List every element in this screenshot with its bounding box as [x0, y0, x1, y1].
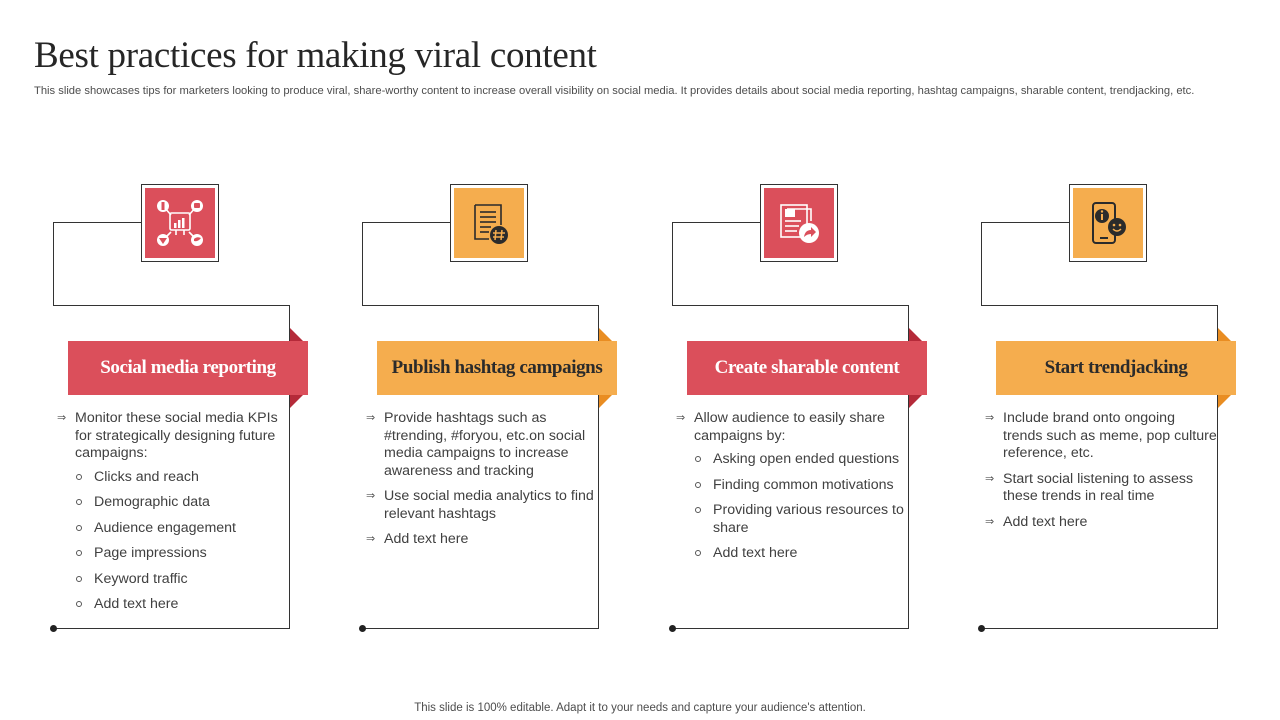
circle-bullet-icon [695, 507, 701, 513]
column-content: ⇒Allow audience to easily share campaign… [676, 410, 908, 571]
mobile-trend-emoji-icon [1073, 188, 1143, 258]
arrow-bullet-icon: ⇒ [366, 533, 376, 545]
circle-bullet-icon [695, 550, 701, 556]
arrow-bullet-icon: ⇒ [57, 412, 67, 424]
hashtag-document-icon [454, 188, 524, 258]
connector-frame-top [981, 222, 1069, 306]
column-heading: Publish hashtag campaigns [377, 341, 617, 395]
bullet-item: ⇒Use social media analytics to find rele… [366, 488, 594, 522]
column-content: ⇒Include brand onto ongoing trends such … [985, 410, 1217, 539]
connector-frame-body [981, 305, 1218, 629]
connector-frame-top [53, 222, 141, 306]
arrow-bullet-icon: ⇒ [366, 490, 376, 502]
circle-bullet-icon [76, 473, 82, 480]
bullet-item: ⇒Add text here [985, 513, 1088, 530]
sub-bullet-item: Finding common motivations [676, 477, 908, 495]
icon-box [141, 184, 219, 262]
column-heading: Start trendjacking [996, 341, 1236, 395]
sub-bullet-item: Audience engagement [57, 520, 289, 538]
column-content: ⇒ Monitor these social media KPIs for st… [57, 410, 289, 622]
arrow-bullet-icon: ⇒ [676, 412, 686, 424]
sub-bullet-item: Keyword traffic [57, 571, 289, 589]
arrow-bullet-icon: ⇒ [985, 412, 995, 424]
column-create-sharable-content: Create sharable content ⇒Allow audience … [654, 0, 954, 720]
circle-bullet-icon [76, 575, 82, 582]
connector-frame-body [53, 305, 290, 629]
column-heading: Social media reporting [68, 341, 308, 395]
icon-box [450, 184, 528, 262]
icon-box [760, 184, 838, 262]
sub-bullet-item: Page impressions [57, 545, 289, 563]
bullet-item: ⇒Include brand onto ongoing trends such … [985, 410, 1217, 461]
circle-bullet-icon [76, 524, 82, 531]
connector-dot [978, 625, 985, 632]
circle-bullet-icon [76, 601, 82, 607]
bullet-item: ⇒Add text here [366, 531, 469, 547]
sub-bullet-item: Add text here [676, 545, 908, 563]
connector-dot [669, 625, 676, 632]
column-publish-hashtag-campaigns: Publish hashtag campaigns ⇒Provide hasht… [344, 0, 644, 720]
arrow-bullet-icon: ⇒ [985, 472, 995, 485]
arrow-bullet-icon: ⇒ [366, 412, 376, 424]
footer-note: This slide is 100% editable. Adapt it to… [414, 702, 866, 714]
bullet-item: ⇒Provide hashtags such as #trending, #fo… [366, 410, 586, 479]
sub-bullet-item: Demographic data [57, 494, 289, 512]
arrow-bullet-icon: ⇒ [985, 515, 995, 528]
share-content-icon [764, 188, 834, 258]
column-heading: Create sharable content [687, 341, 927, 395]
sub-bullet-item: Asking open ended questions [676, 451, 908, 469]
sub-bullet-item: Providing various resources to share [676, 502, 908, 537]
page-subtitle: This slide showcases tips for marketers … [34, 85, 1195, 97]
connector-frame-body [672, 305, 909, 629]
circle-bullet-icon [76, 550, 82, 556]
social-network-analytics-icon [145, 188, 215, 258]
circle-bullet-icon [695, 481, 701, 488]
page-title: Best practices for making viral content [34, 35, 597, 76]
circle-bullet-icon [695, 456, 701, 462]
icon-box [1069, 184, 1147, 262]
bullet-item: ⇒Start social listening to assess these … [985, 470, 1194, 505]
circle-bullet-icon [76, 499, 82, 505]
column-social-media-reporting: Social media reporting ⇒ Monitor these s… [35, 0, 335, 720]
sub-bullet-item: Clicks and reach [57, 469, 289, 487]
bullet-item: ⇒Allow audience to easily share campaign… [676, 410, 885, 444]
bullet-item: ⇒ Monitor these social media KPIs for st… [57, 410, 278, 461]
connector-frame-top [362, 222, 450, 306]
column-content: ⇒Provide hashtags such as #trending, #fo… [366, 410, 598, 557]
connector-frame-top [672, 222, 760, 306]
connector-dot [359, 625, 366, 632]
sub-bullet-item: Add text here [57, 596, 289, 614]
column-start-trendjacking: Start trendjacking ⇒Include brand onto o… [963, 0, 1263, 720]
connector-dot [50, 625, 57, 632]
connector-frame-body [362, 305, 599, 629]
